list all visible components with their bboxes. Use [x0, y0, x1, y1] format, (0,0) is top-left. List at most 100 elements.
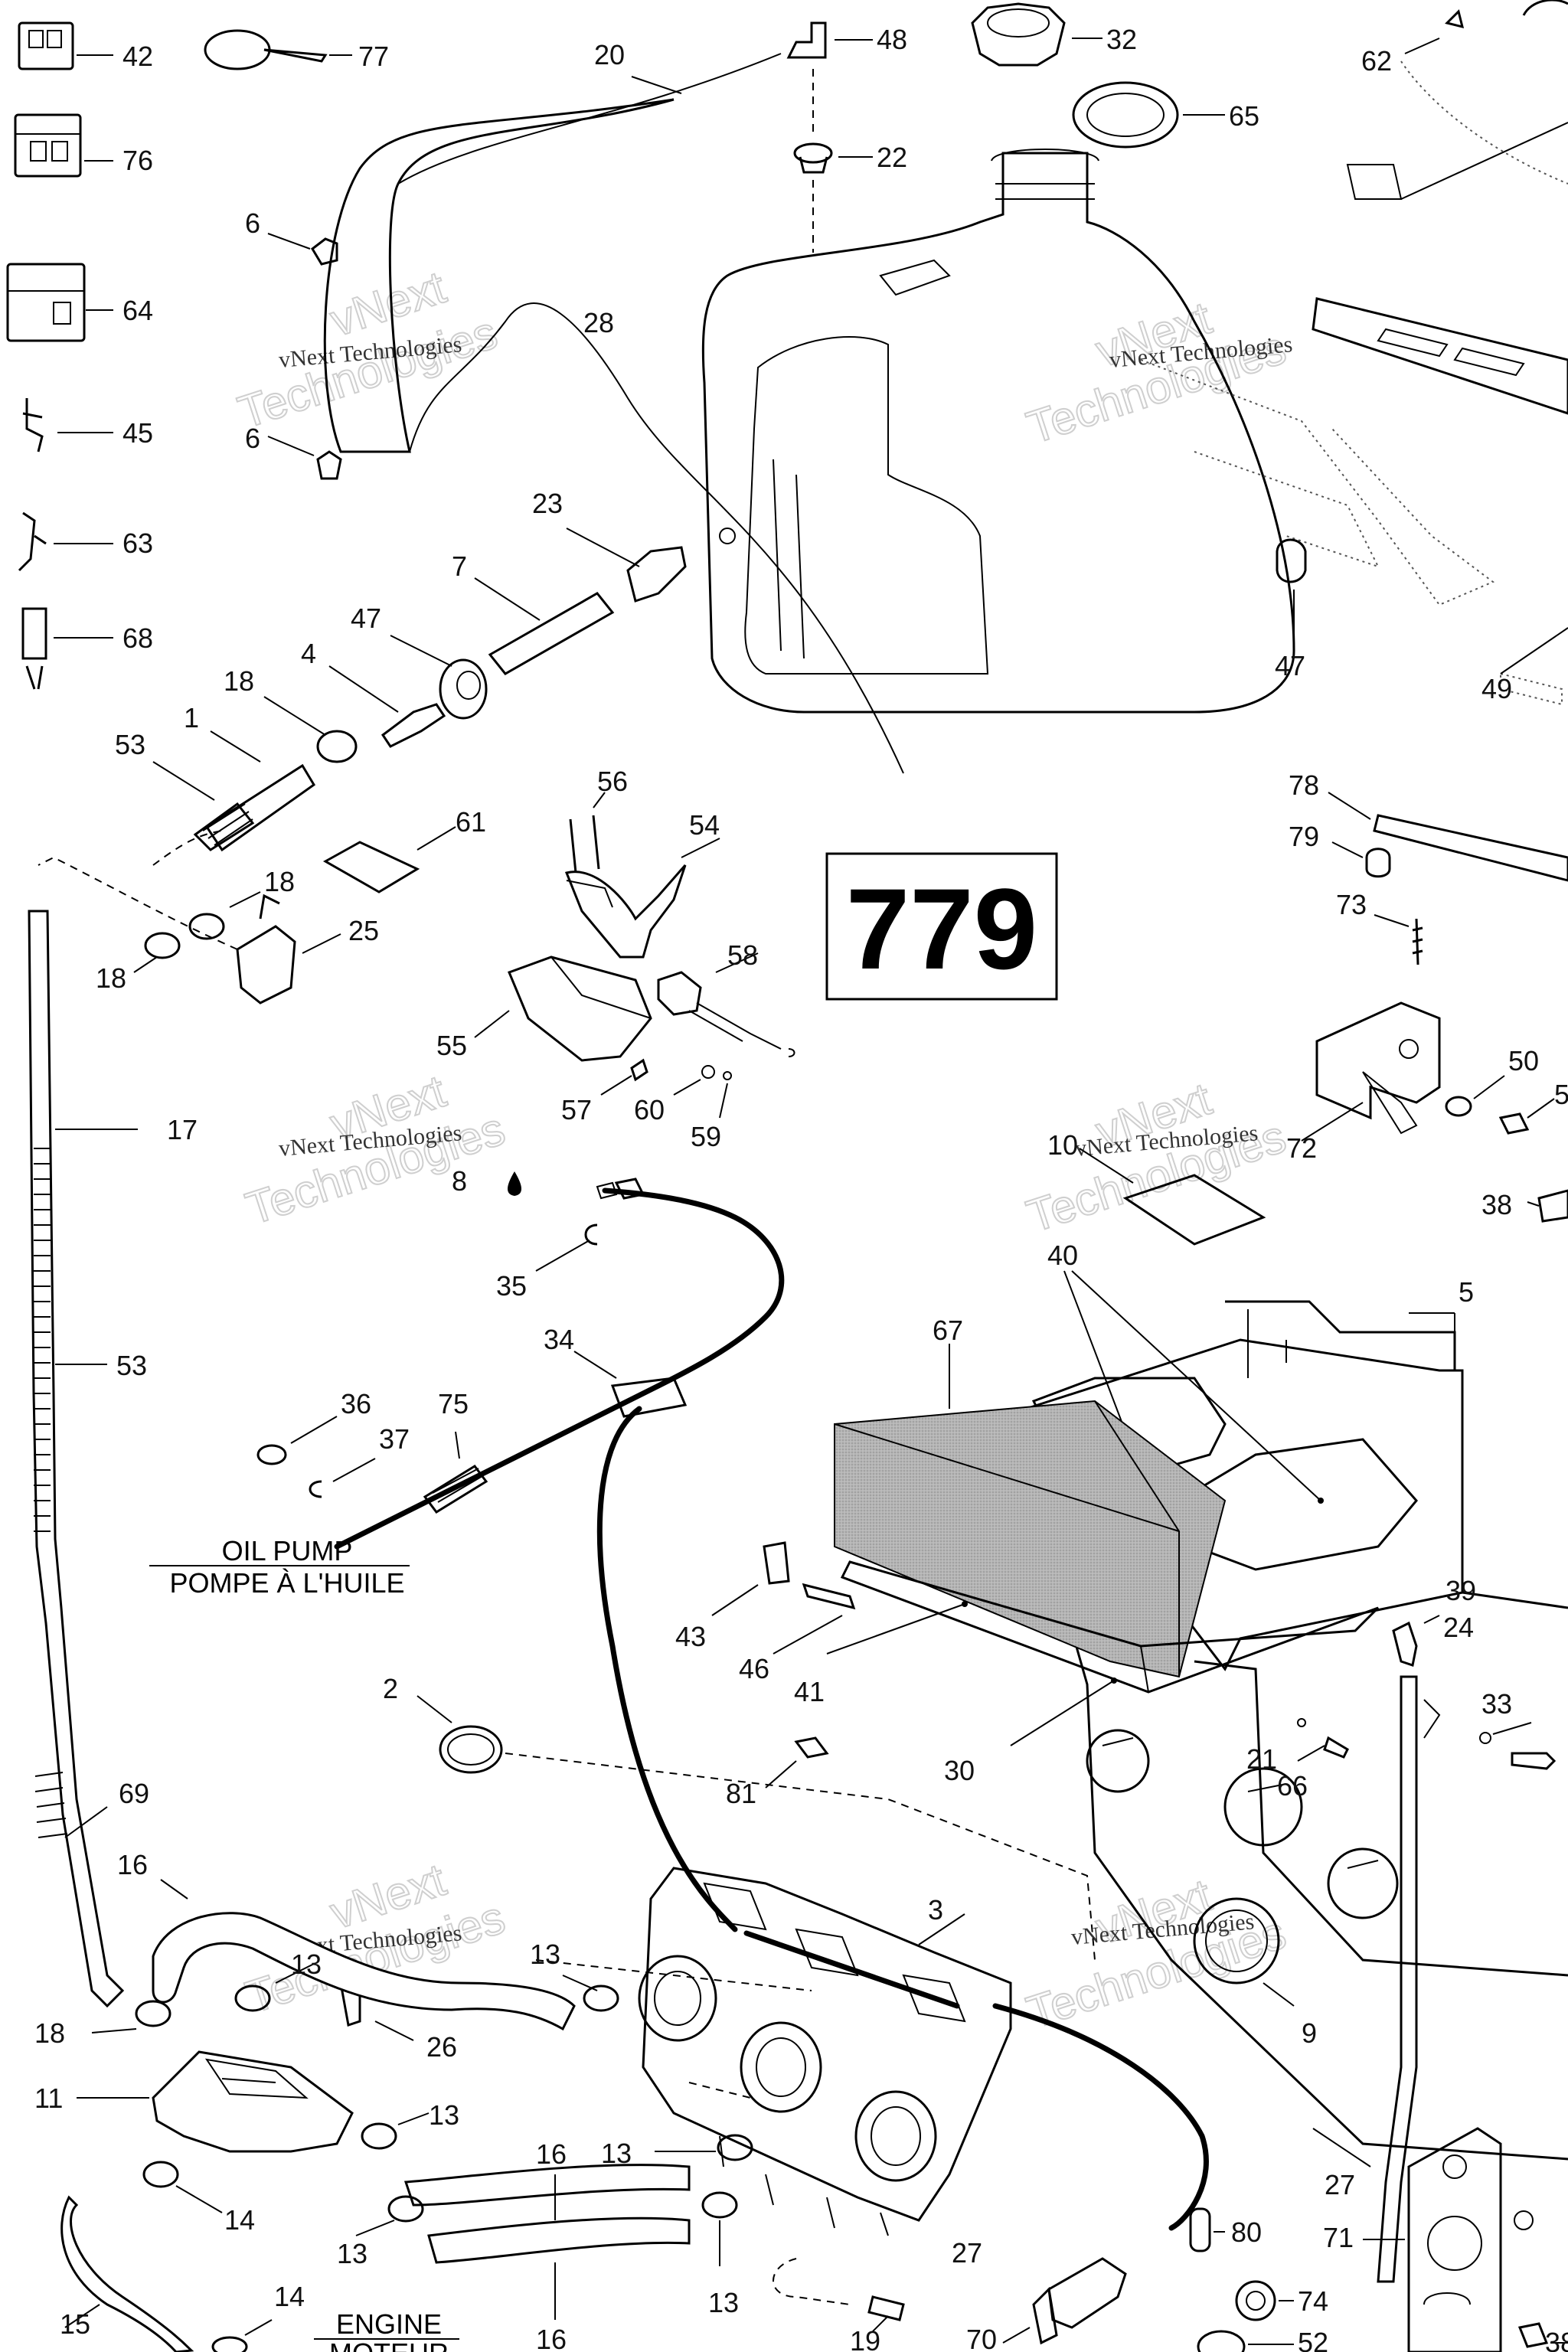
callout-53: 53: [115, 729, 145, 760]
callout-65: 65: [1229, 100, 1259, 132]
callout-22: 22: [877, 142, 907, 173]
terminal-63-icon: [18, 511, 113, 572]
plate-number-box: [825, 852, 1058, 1001]
callout-60: 60: [634, 1094, 665, 1125]
switch-housing-55: [474, 956, 652, 1062]
oil-drop-icon: [508, 1171, 521, 1196]
callout-40: 40: [1047, 1240, 1078, 1271]
callout-75: 75: [438, 1388, 469, 1419]
callout-16: 16: [536, 2138, 567, 2170]
callout-61: 61: [456, 806, 486, 838]
callout-24: 24: [1443, 1612, 1474, 1643]
cap-79-icon: [1331, 841, 1391, 878]
washers-50-51-icon: [1445, 1075, 1555, 1135]
callout-27: 27: [1325, 2169, 1355, 2200]
caption-oil-pump: OIL PUMP: [222, 1535, 353, 1566]
bracket-71: [1363, 2127, 1502, 2352]
callout-81: 81: [726, 1778, 756, 1809]
callout-32: 32: [1106, 24, 1137, 55]
cable-tie-77-icon: [204, 29, 352, 70]
fuel-tube-20: [323, 53, 904, 774]
callout-19: 19: [850, 2325, 880, 2352]
callout-56: 56: [597, 766, 628, 797]
foam-filter-67: [834, 1344, 1227, 1678]
callout-3: 3: [928, 1894, 943, 1926]
screws-21-66-icon: [1297, 1718, 1349, 1762]
throttle-housing-54: [564, 838, 720, 959]
callout-17: 17: [167, 1114, 198, 1145]
bolt-33-icon: [1479, 1722, 1557, 1770]
callout-10: 10: [1047, 1129, 1078, 1161]
callout-49: 49: [1481, 673, 1512, 704]
callout-14: 14: [224, 2204, 255, 2236]
callout-9: 9: [1302, 2017, 1317, 2049]
callout-15: 15: [60, 2308, 90, 2340]
callout-64: 64: [122, 295, 153, 326]
hose-16-lower: [403, 2164, 691, 2320]
spring-hose-53-icon: [152, 761, 255, 851]
callout-20: 20: [594, 39, 625, 70]
connector-64-icon: [6, 263, 113, 342]
callout-13: 13: [429, 2099, 459, 2131]
hose-clamps-13-18-14-icon: [91, 1963, 753, 2352]
grommet-47-icon: [390, 635, 488, 720]
callout-66: 66: [1277, 1770, 1308, 1802]
callout-14: 14: [274, 2281, 305, 2312]
callout-34: 34: [544, 1324, 574, 1355]
callout-30: 30: [944, 1755, 975, 1786]
callout-13: 13: [530, 1939, 560, 1970]
gasket-65-icon: [1072, 81, 1225, 149]
plate-number: 779: [846, 864, 1037, 993]
callout-39: 39: [1446, 1575, 1476, 1606]
circlip-35-icon: [535, 1223, 598, 1272]
grommet-9-icon: [1193, 1897, 1295, 2007]
plate-41-30: [826, 1560, 1380, 1746]
callout-74: 74: [1298, 2285, 1328, 2317]
tube-80-icon: [1189, 2207, 1225, 2252]
callout-13: 13: [337, 2238, 368, 2269]
callout-59: 59: [691, 1121, 721, 1152]
fuel-lines-under-carb: [719, 2135, 905, 2332]
screw-73-icon: [1374, 914, 1423, 965]
caption-engine: ENGINE: [336, 2308, 442, 2340]
callout-71: 71: [1323, 2222, 1354, 2253]
washer-36-icon: [256, 1416, 338, 1465]
small-parts-57-60-59-icon: [600, 1058, 732, 1119]
callout-68: 68: [122, 622, 153, 654]
callout-25: 25: [348, 915, 379, 946]
callout-48: 48: [877, 24, 907, 55]
fitting-4-icon: [328, 665, 446, 748]
cable-adjuster-75: [423, 1431, 488, 1514]
callout-8: 8: [452, 1165, 467, 1197]
callout-5: 5: [1459, 1276, 1474, 1308]
callout-16: 16: [117, 1849, 148, 1880]
fuel-cap-32-icon: [971, 2, 1102, 67]
drain-tube-27: [1312, 1675, 1418, 2283]
callout-70: 70: [966, 2324, 997, 2352]
callout-18: 18: [224, 665, 254, 697]
callout-18: 18: [96, 962, 126, 994]
callout-47: 47: [1275, 650, 1305, 681]
callout-46: 46: [739, 1653, 769, 1684]
callout-50: 50: [1508, 1045, 1539, 1076]
callout-55: 55: [436, 1030, 467, 1061]
callout-57: 57: [561, 1094, 592, 1125]
decal-61-icon: [322, 826, 456, 893]
callout-51: 5: [1554, 1079, 1568, 1110]
connector-76-icon: [14, 113, 113, 178]
callout-37: 37: [379, 1423, 410, 1455]
junction-block-34: [573, 1351, 688, 1418]
bolt-38-icon: [1527, 1189, 1568, 1223]
callout-1: 1: [184, 702, 199, 733]
callout-45: 45: [122, 417, 153, 449]
callout-38: 38: [1481, 1189, 1512, 1220]
callout-41: 41: [794, 1676, 825, 1707]
callout-62: 62: [1361, 45, 1392, 77]
clip-6-icon: [267, 233, 342, 480]
callout-21: 21: [1246, 1743, 1277, 1775]
screws-56-icon: [569, 792, 606, 874]
callout-67: 67: [933, 1315, 963, 1346]
bolt-38b-icon: [1514, 2210, 1568, 2348]
carburetor-assembly-3: [638, 1867, 1209, 2231]
callout-72: 72: [1286, 1132, 1317, 1164]
